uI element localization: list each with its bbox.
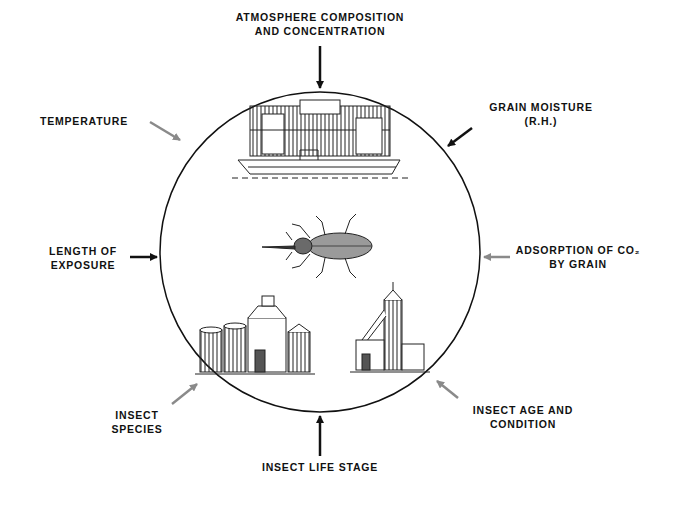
factor-label: INSECT AGE AND CONDITION [456, 403, 590, 431]
weevil [262, 214, 372, 278]
factor-label: INSECT LIFE STAGE [220, 460, 420, 474]
factor-label: TEMPERATURE [40, 114, 150, 128]
silo-group [195, 296, 315, 374]
influence-arrows [130, 46, 510, 456]
factor-label: GRAIN MOISTURE (R.H.) [474, 100, 608, 128]
grain-elevator [350, 282, 430, 372]
factor-label: INSECT SPECIES [96, 408, 178, 436]
boundary-circle [160, 92, 480, 412]
factor-label: LENGTH OF EXPOSURE [38, 244, 128, 272]
factor-label: ADSORPTION OF CO₂ BY GRAIN [514, 243, 642, 271]
port-elevator [232, 100, 408, 178]
factor-label: ATMOSPHERE COMPOSITION AND CONCENTRATION [225, 10, 415, 38]
